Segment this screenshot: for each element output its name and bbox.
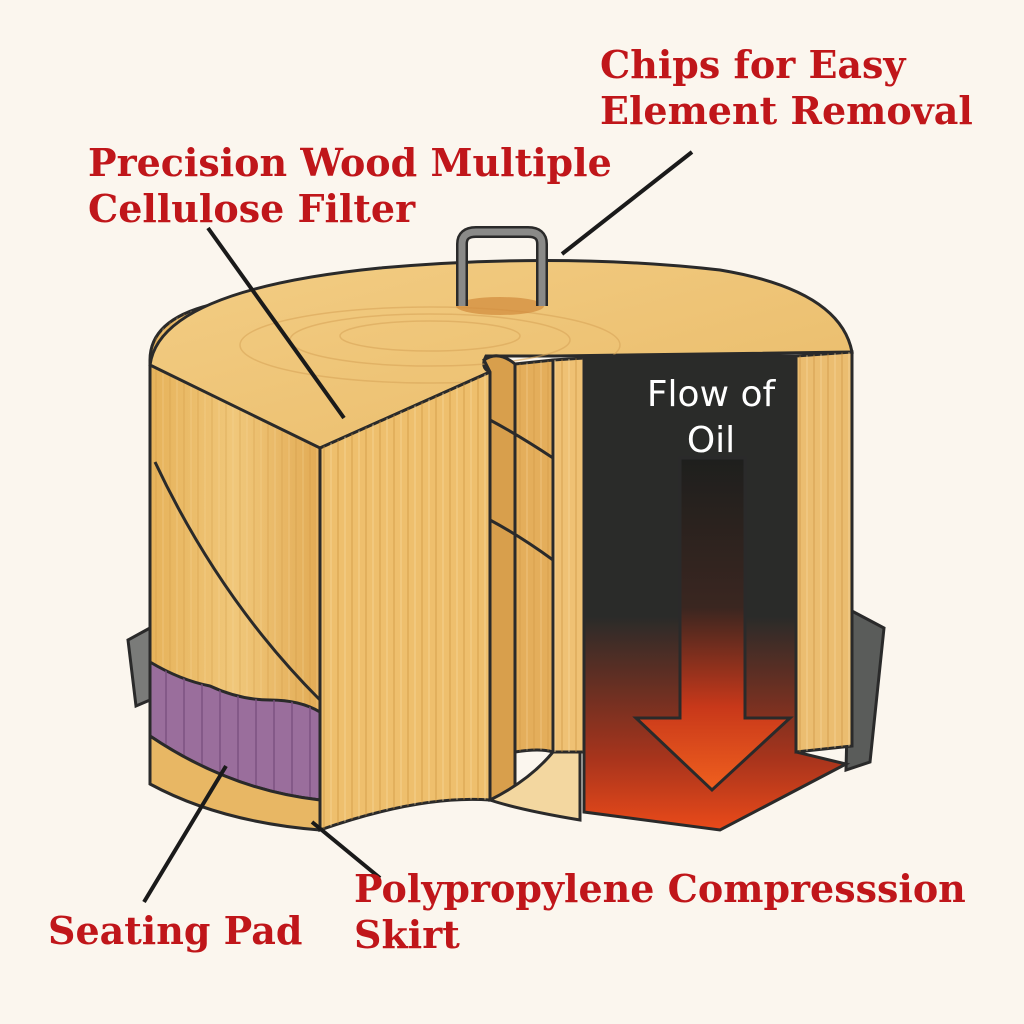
flow-of-oil-label: Flow of Oil bbox=[596, 372, 826, 464]
seating-pad-callout: Seating Pad bbox=[48, 908, 302, 954]
leader-skirt bbox=[310, 820, 382, 880]
skirt-label-line2: Skirt bbox=[354, 912, 460, 957]
filter-top-surface bbox=[148, 258, 854, 450]
seating-pad-label: Seating Pad bbox=[48, 908, 303, 953]
chips-callout: Chips for Easy Element Removal bbox=[600, 42, 973, 134]
filter-callout: Precision Wood Multiple Cellulose Filter bbox=[88, 140, 612, 232]
leader-seating-pad bbox=[142, 764, 228, 904]
inner-notch bbox=[482, 354, 517, 802]
leader-chips bbox=[560, 150, 694, 256]
filter-label-line2: Cellulose Filter bbox=[88, 186, 416, 231]
chips-label-line2: Element Removal bbox=[600, 88, 973, 133]
skirt-label-line1: Polypropylene Compresssion bbox=[354, 866, 966, 911]
left-skirt-edge bbox=[126, 625, 152, 709]
leader-filter bbox=[206, 226, 346, 420]
chips-label-line1: Chips for Easy bbox=[600, 42, 906, 87]
flow-label-line2: Oil bbox=[686, 420, 736, 461]
flow-label-line1: Flow of bbox=[646, 374, 776, 415]
filter-label-line1: Precision Wood Multiple bbox=[88, 140, 612, 185]
removal-handle-icon bbox=[456, 226, 548, 315]
skirt-callout: Polypropylene Compresssion Skirt bbox=[354, 866, 966, 958]
flow-arrow bbox=[632, 456, 794, 793]
bottom-cut bbox=[486, 750, 582, 822]
leader-lines bbox=[142, 150, 694, 904]
body-swirls bbox=[153, 418, 554, 702]
